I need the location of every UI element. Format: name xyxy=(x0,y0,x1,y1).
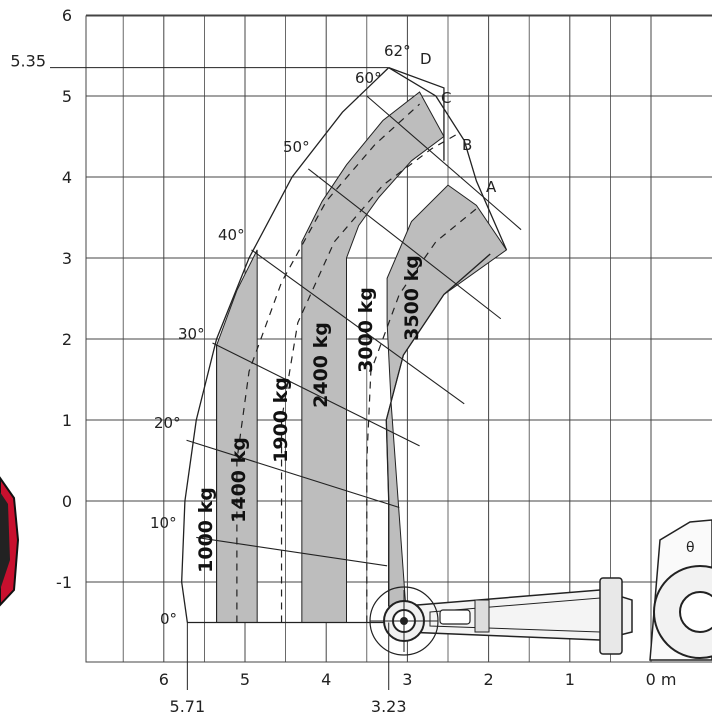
extension-arc-dashed xyxy=(236,103,420,623)
angle-label-20: 20° xyxy=(154,414,181,432)
cylinder xyxy=(599,577,623,655)
wheel-hub xyxy=(679,591,712,633)
boom-tip-edge xyxy=(388,67,445,161)
y-tick-label: 5 xyxy=(62,87,72,106)
x-tick-label: 0 m xyxy=(646,670,677,689)
y-tick-label: -1 xyxy=(56,573,72,592)
angle-label-40: 40° xyxy=(218,226,245,244)
y-tick-label: 3 xyxy=(62,249,72,268)
y-tick-label: 1 xyxy=(62,411,72,430)
extension-label-C: C xyxy=(441,89,451,107)
y-tick-label: 2 xyxy=(62,330,72,349)
boom-right-edge xyxy=(388,67,508,251)
zone-label: 3000 kg xyxy=(355,287,377,373)
angle-radial-line xyxy=(212,342,420,447)
zone-label: 1000 kg xyxy=(195,487,217,573)
special-x-label: 3.23 xyxy=(371,697,407,716)
angle-radial-line xyxy=(307,168,502,320)
inner-envelope xyxy=(385,253,491,607)
zone-label: 2400 kg xyxy=(310,322,332,408)
x-tick-label: 5 xyxy=(240,670,250,689)
x-tick-label: 3 xyxy=(402,670,412,689)
boom-outlines xyxy=(181,67,522,624)
special-y-label: 5.35 xyxy=(10,52,46,71)
boom-slot xyxy=(439,609,471,625)
x-tick-label: 4 xyxy=(321,670,331,689)
boom-arm xyxy=(404,589,633,641)
extension-arc-dashed xyxy=(280,131,461,623)
outer-envelope xyxy=(181,67,390,623)
angle-radial-line xyxy=(251,249,465,405)
extension-label-A: A xyxy=(486,178,497,196)
y-tick-label: 4 xyxy=(62,168,72,187)
extension-arc-dashed xyxy=(366,204,481,623)
y-tick-label: 6 xyxy=(62,6,72,25)
angle-label-30: 30° xyxy=(178,325,205,343)
zone-label: 3500 kg xyxy=(401,255,423,341)
angle-label-62: 62° xyxy=(384,42,411,60)
special-x-label: 5.71 xyxy=(170,697,206,716)
angle-radial-line xyxy=(366,95,522,231)
extension-label-B: B xyxy=(462,136,472,154)
x-tick-label: 2 xyxy=(484,670,494,689)
angle-label-60: 60° xyxy=(355,69,382,87)
boom-bracket xyxy=(474,599,490,633)
zone-label: 1900 kg xyxy=(270,377,292,463)
angle-label-0: 0° xyxy=(160,610,177,628)
angle-label-10: 10° xyxy=(150,514,177,532)
angle-radial-line xyxy=(186,439,400,509)
telehandler-illustration: θ xyxy=(0,476,712,661)
angle-label-50: 50° xyxy=(283,138,310,156)
extension-label-D: D xyxy=(420,50,432,68)
labels: 6 5 4 3 2 1 0 -1 6 5 4 3 2 1 0 m 5.71 3.23 5.35 62°60° 50° 4… xyxy=(10,6,676,716)
y-tick-label: 0 xyxy=(62,492,72,511)
zone-label: 1400 kg xyxy=(228,437,250,523)
load-zones xyxy=(216,91,508,623)
x-tick-label: 1 xyxy=(565,670,575,689)
x-tick-label: 6 xyxy=(159,670,169,689)
left-cropped-detail xyxy=(0,492,10,590)
theta-symbol: θ xyxy=(686,540,695,556)
angle-radial-line xyxy=(196,536,388,567)
